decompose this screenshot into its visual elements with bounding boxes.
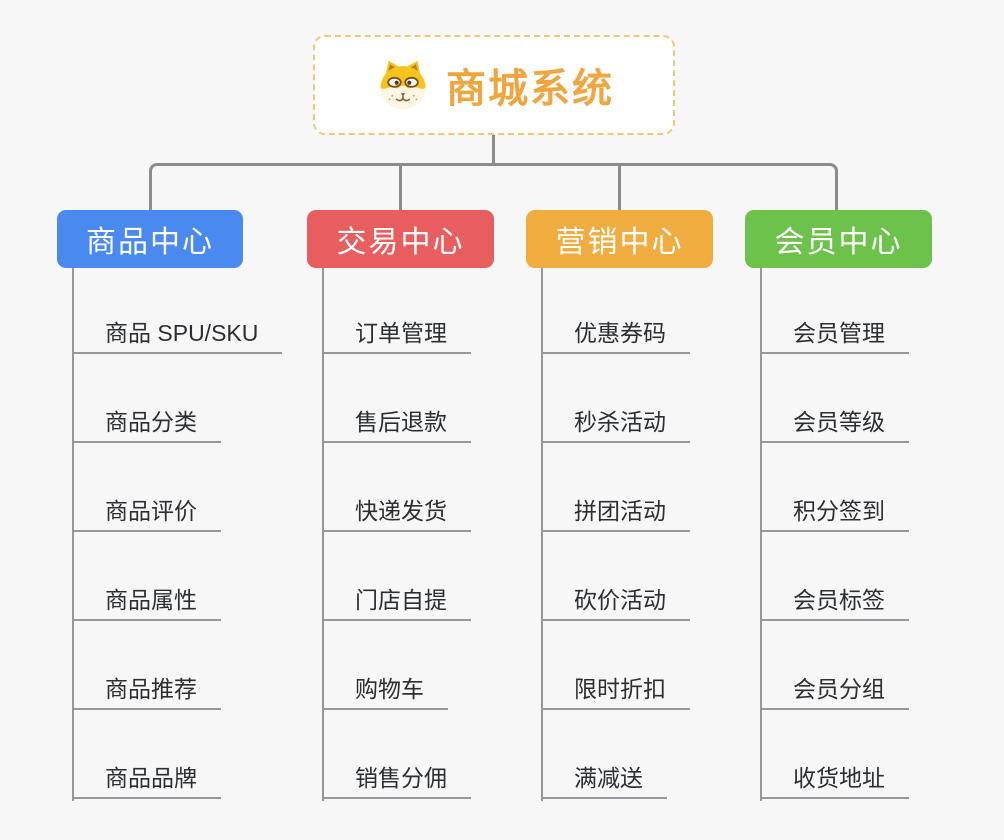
rail-connector — [205, 163, 783, 166]
leaf-node[interactable]: 会员管理 — [760, 314, 909, 354]
leaf-node[interactable]: 砍价活动 — [541, 581, 690, 621]
leaf-node[interactable]: 优惠券码 — [541, 314, 690, 354]
leaf-node[interactable]: 满减送 — [541, 759, 667, 799]
leaf-node[interactable]: 会员等级 — [760, 403, 909, 443]
leaf-node[interactable]: 售后退款 — [322, 403, 471, 443]
rail-right-corner — [778, 163, 838, 210]
branch-drop-connector — [618, 163, 621, 210]
branch-column-connector: 订单管理售后退款快递发货门店自提购物车销售分佣 — [322, 268, 471, 801]
leaf-node[interactable]: 限时折扣 — [541, 670, 690, 710]
leaf-node[interactable]: 商品品牌 — [72, 759, 221, 799]
leaf-node[interactable]: 收货地址 — [760, 759, 909, 799]
leaf-node[interactable]: 商品分类 — [72, 403, 221, 443]
leaf-node[interactable]: 会员分组 — [760, 670, 909, 710]
leaf-node[interactable]: 销售分佣 — [322, 759, 471, 799]
branch-node[interactable]: 会员中心 — [745, 210, 932, 268]
leaf-node[interactable]: 商品 SPU/SKU — [72, 314, 283, 354]
leaf-node[interactable]: 商品推荐 — [72, 670, 221, 710]
leaf-node[interactable]: 秒杀活动 — [541, 403, 690, 443]
leaf-node[interactable]: 商品评价 — [72, 492, 221, 532]
root-stem-connector — [492, 135, 495, 165]
branch-column-connector: 优惠券码秒杀活动拼团活动砍价活动限时折扣满减送 — [541, 268, 690, 801]
dog-face-icon — [380, 60, 426, 110]
leaf-node[interactable]: 拼团活动 — [541, 492, 690, 532]
root-node[interactable]: 商城系统 — [313, 35, 675, 135]
branch-column-connector: 商品 SPU/SKU 商品分类商品评价商品属性商品推荐商品品牌 — [72, 268, 283, 801]
leaf-node[interactable]: 积分签到 — [760, 492, 909, 532]
leaf-node[interactable]: 订单管理 — [322, 314, 471, 354]
root-title: 商城系统 — [446, 67, 614, 111]
rail-left-corner — [149, 163, 209, 210]
branch-node[interactable]: 商品中心 — [57, 210, 243, 268]
branch-node[interactable]: 交易中心 — [307, 210, 494, 268]
branch-column-connector: 会员管理会员等级积分签到会员标签会员分组收货地址 — [760, 268, 909, 801]
leaf-node[interactable]: 门店自提 — [322, 581, 471, 621]
leaf-node[interactable]: 商品属性 — [72, 581, 221, 621]
branch-node[interactable]: 营销中心 — [526, 210, 713, 268]
leaf-node[interactable]: 会员标签 — [760, 581, 909, 621]
leaf-node[interactable]: 购物车 — [322, 670, 448, 710]
leaf-node[interactable]: 快递发货 — [322, 492, 471, 532]
branch-drop-connector — [399, 163, 402, 210]
